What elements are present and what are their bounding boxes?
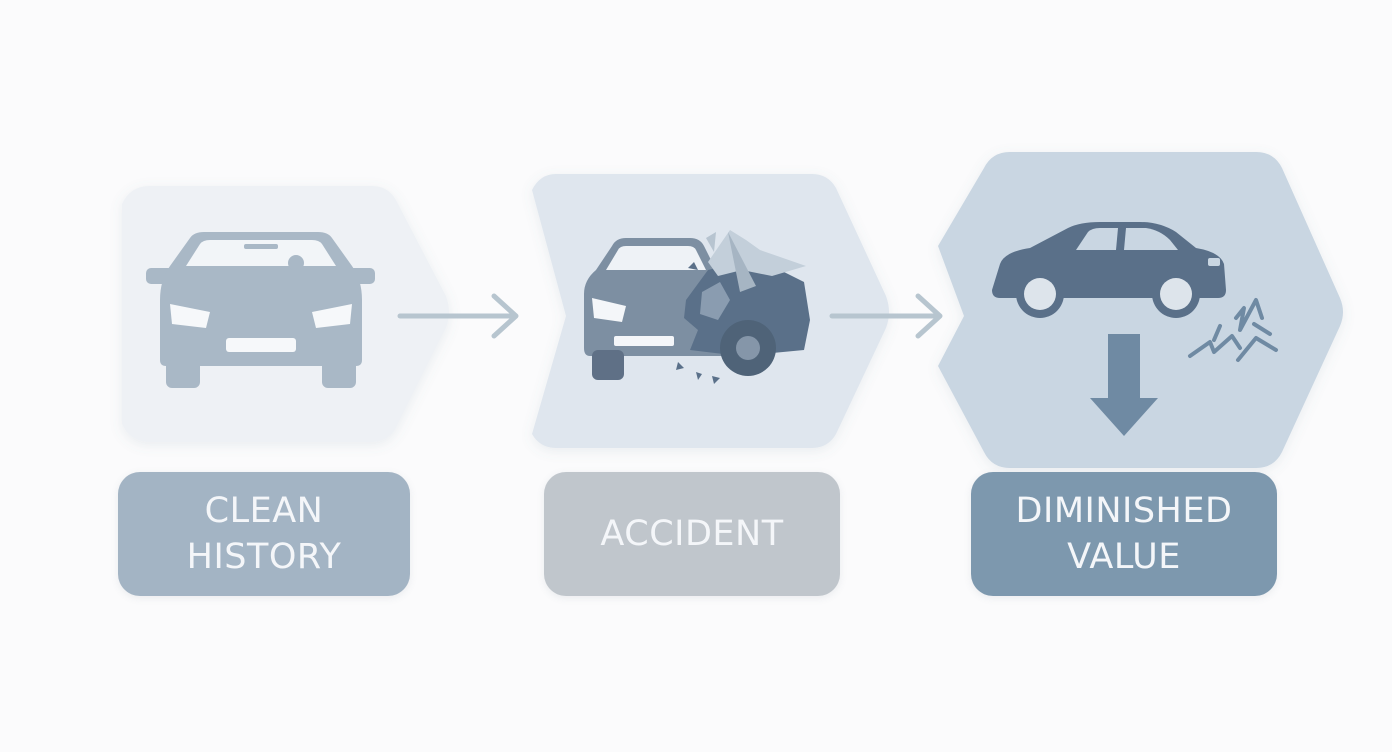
clean-history-label-line-1: CLEAN xyxy=(204,491,324,531)
crack-icon xyxy=(1188,298,1278,362)
down-arrow-icon xyxy=(1090,334,1158,436)
car-value-drop-icon xyxy=(992,222,1278,436)
clean-history-label: CLEAN HISTORY xyxy=(118,472,410,596)
arrow-1-icon xyxy=(397,293,519,339)
accident-label: ACCIDENT xyxy=(544,472,840,596)
clean-car-icon xyxy=(146,232,375,388)
clean-history-label-line-2: HISTORY xyxy=(186,537,342,577)
diminished-value-label: DIMINISHED VALUE xyxy=(971,472,1277,596)
arrow-2-icon xyxy=(829,293,943,339)
accident-label-line-1: ACCIDENT xyxy=(600,514,784,554)
crashed-car-icon xyxy=(584,230,810,384)
diminished-value-label-line-2: VALUE xyxy=(1067,537,1181,577)
diminished-value-label-line-1: DIMINISHED xyxy=(1015,491,1233,531)
diminished-value-hexagon xyxy=(938,152,1343,468)
